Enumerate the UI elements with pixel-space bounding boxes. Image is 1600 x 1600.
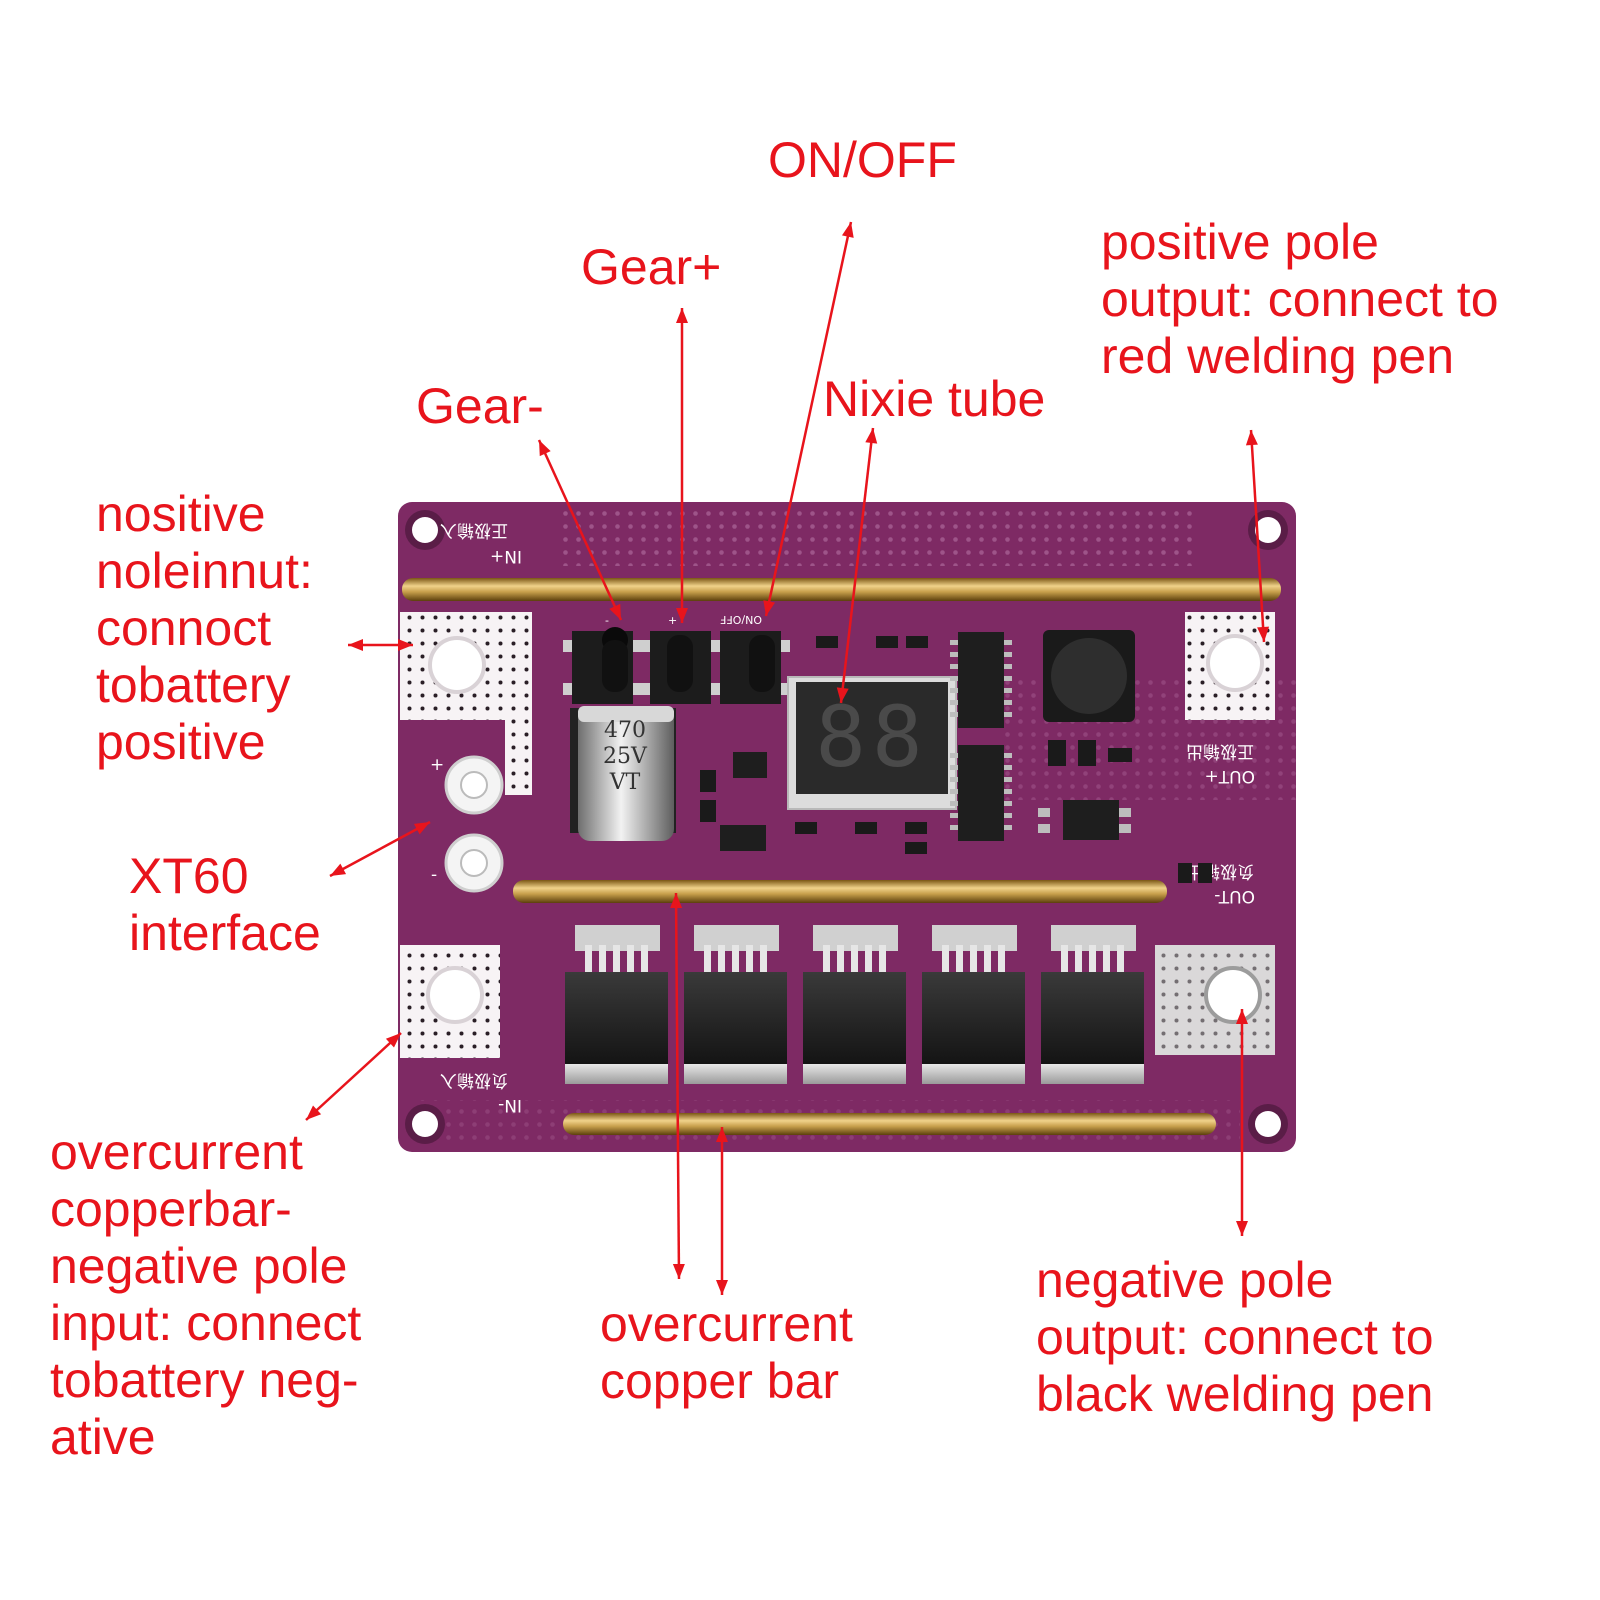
silk-switch-minus: -: [605, 614, 609, 627]
arrow-on-off: [763, 221, 854, 617]
xt60-connector: [444, 755, 504, 893]
silk-out-plus-cn: 正极输出: [1186, 741, 1254, 761]
silk-in-plus: IN+: [490, 546, 522, 566]
capacitor: [570, 706, 676, 841]
silk-in-minus: IN-: [498, 1095, 522, 1115]
label-xt60-interface: XT60 interface: [129, 848, 321, 961]
arrow-positive-output: [1245, 429, 1270, 643]
buzzer: [1043, 630, 1135, 722]
label-on-off: ON/OFF: [768, 132, 957, 188]
capacitor-value: 470: [604, 718, 646, 743]
ic-chips: [720, 632, 1131, 851]
arrow-nixie-tube: [836, 427, 878, 704]
silk-switch-onoff: ON/OFF: [720, 613, 762, 626]
silk-out-minus-cn: 负极输出: [1186, 861, 1254, 881]
capacitor-voltage: 25V: [603, 744, 648, 769]
arrow-negative-input: [305, 1032, 402, 1121]
xt60-minus-mark: -: [431, 865, 437, 885]
nixie-tube-display: [787, 676, 957, 810]
xt60-plus-mark: +: [430, 755, 444, 775]
arrow-copper-bar-1: [670, 892, 685, 1280]
mosfet-array: [565, 925, 1144, 1084]
label-negative-input: overcurrent copperbar- negative pole inp…: [50, 1124, 362, 1465]
silk-in-plus-cn: 正极输入: [440, 520, 508, 540]
silk-out-plus: OUT+: [1205, 766, 1255, 786]
label-nixie-tube: Nixie tube: [823, 371, 1046, 427]
silk-switch-plus: +: [668, 614, 677, 627]
arrow-positive-input: [348, 639, 413, 651]
arrow-gear-plus: [676, 308, 688, 623]
label-gear-plus: Gear+: [581, 239, 722, 295]
label-positive-input: nositive noleinnut: connoct tobattery po…: [96, 486, 313, 770]
label-copper-bar: overcurrent copper bar: [600, 1296, 853, 1409]
smd-components: [700, 636, 1212, 883]
label-positive-output: positive pole output: connect to red wel…: [1101, 214, 1499, 384]
silk-in-minus-cn: 负极输入: [440, 1070, 508, 1090]
copper-bar-bottom: [563, 1113, 1216, 1135]
mounting-holes: [405, 510, 1288, 1144]
terminal-pads: [400, 612, 1275, 1058]
arrow-gear-minus: [537, 439, 623, 621]
via-field: [560, 506, 1200, 566]
annotation-arrows: [305, 221, 1270, 1295]
arrow-copper-bar-2: [716, 1127, 728, 1295]
arrow-negative-output: [1236, 1009, 1248, 1236]
arrow-xt60: [329, 820, 431, 878]
silk-out-minus: OUT-: [1214, 886, 1255, 906]
copper-bar-top: [402, 578, 1281, 601]
label-gear-minus: Gear-: [416, 378, 544, 434]
label-negative-output: negative pole output: connect to black w…: [1036, 1252, 1434, 1422]
copper-bar-middle: [513, 880, 1167, 903]
display-digits: 88: [815, 688, 928, 786]
capacitor-series: VT: [609, 770, 641, 795]
tact-switches: [563, 627, 790, 704]
